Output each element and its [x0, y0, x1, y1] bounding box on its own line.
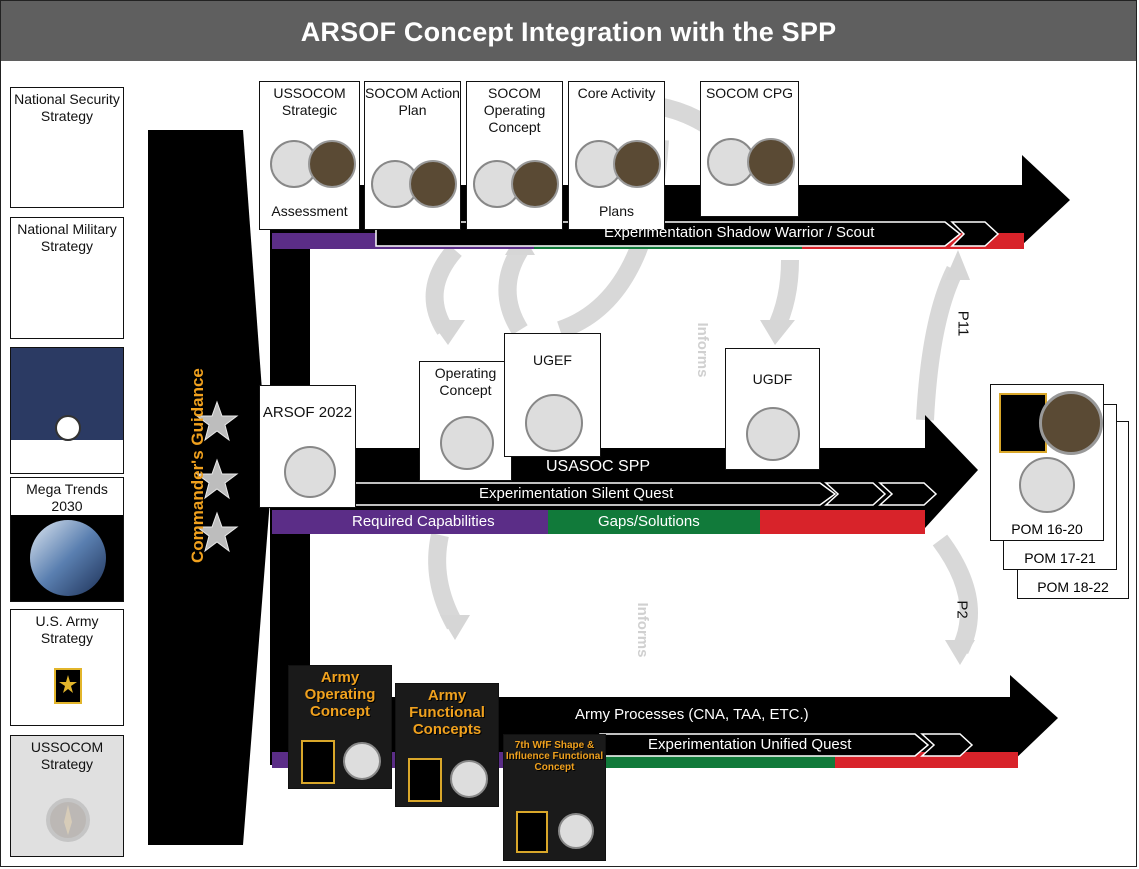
- socom-coin-icon: [613, 140, 661, 188]
- report-seal-icon: [55, 415, 81, 441]
- pom-label: POM 16-20: [1011, 521, 1083, 537]
- socom-coin-icon: [409, 160, 457, 208]
- army-doc-7th-wff: 7th WfF Shape & Influence Functional Con…: [503, 734, 606, 861]
- usasoc-seal-icon: [284, 446, 336, 498]
- earth-icon: [30, 520, 106, 596]
- commanders-guidance-label: Commander's Guidance: [188, 368, 207, 563]
- top-doc-socom-action-plan: SOCOM Action Plan: [364, 81, 461, 230]
- socom-coin-icon: [511, 160, 559, 208]
- doc-label: Army Functional Concepts: [409, 687, 485, 738]
- doc-label: Core Activity: [577, 85, 656, 101]
- doc-label: 7th WfF Shape & Influence Functional Con…: [505, 740, 604, 773]
- national-security-strategy-doc: National Security Strategy: [10, 87, 124, 208]
- doc-bottom-label: Plans: [598, 203, 635, 219]
- top-doc-core-activity-plans: Core Activity Plans: [568, 81, 665, 230]
- bottom-experimentation-label: Experimentation Unified Quest: [648, 736, 852, 753]
- usasoc-seal-icon: [1019, 457, 1075, 513]
- doc-label: U.S. Army Strategy: [35, 613, 99, 646]
- army-strategy-doc: U.S. Army Strategy: [10, 609, 124, 726]
- mid-main-label: USASOC SPP: [546, 458, 651, 475]
- report-cover-doc: [10, 347, 124, 474]
- doc-label: National Military Strategy: [17, 221, 117, 254]
- doc-label: SOCOM Operating Concept: [483, 85, 546, 135]
- mega-trends-doc: Mega Trends 2030: [10, 477, 124, 602]
- ussocom-strategy-doc: USSOCOM Strategy: [10, 735, 124, 857]
- doc-label: ARSOF 2022: [262, 404, 353, 421]
- top-doc-socom-cpg: SOCOM CPG: [700, 81, 799, 217]
- doc-label: National Security Strategy: [14, 91, 120, 124]
- socom-coin-icon: [747, 138, 795, 186]
- doc-label: UGEF: [533, 352, 572, 368]
- top-doc-ussocom-strategic-assessment: USSOCOM Strategic Assessment: [259, 81, 360, 230]
- usasoc-seal-icon: [343, 742, 381, 780]
- socom-coin-icon: [1039, 391, 1103, 455]
- doc-bottom-label: Assessment: [271, 203, 348, 219]
- doc-label: SOCOM Action Plan: [365, 85, 460, 118]
- pom-label: POM 17-21: [1024, 550, 1096, 566]
- usasoc-seal-icon: [440, 416, 494, 470]
- army-star-logo: [516, 811, 548, 853]
- doc-label: Mega Trends 2030: [11, 478, 123, 515]
- socom-coin-icon: [308, 140, 356, 188]
- mid-segment-required-capabilities: Required Capabilities: [352, 513, 495, 530]
- top-doc-socom-operating-concept: SOCOM Operating Concept: [466, 81, 563, 230]
- doc-label: UGDF: [752, 371, 793, 387]
- p2-label: P2: [953, 600, 971, 619]
- mid-experimentation-label: Experimentation Silent Quest: [479, 485, 674, 502]
- mid-doc-operating-concept: Operating Concept: [419, 361, 512, 481]
- bottom-main-label: Army Processes (CNA, TAA, ETC.): [575, 706, 809, 723]
- doc-label: USSOCOM Strategy: [30, 739, 104, 772]
- general-stars: [195, 400, 239, 553]
- informs-label-upper: Informs: [694, 322, 711, 378]
- mid-doc-arsof-2022: ARSOF 2022: [259, 385, 356, 508]
- mid-doc-ugef: UGEF: [504, 333, 601, 457]
- usasoc-seal-icon: [746, 407, 800, 461]
- doc-label: USSOCOM Strategic: [273, 85, 346, 118]
- page-title: ARSOF Concept Integration with the SPP: [1, 1, 1136, 61]
- usasoc-seal-icon: [450, 760, 488, 798]
- army-star-logo: [408, 758, 442, 802]
- usasoc-seal-icon: [558, 813, 594, 849]
- doc-label: SOCOM CPG: [705, 85, 794, 101]
- pom-box-16-20: POM 16-20: [990, 384, 1104, 541]
- mid-segment-gaps-solutions: Gaps/Solutions: [598, 513, 700, 530]
- mid-doc-ugdf: UGDF: [725, 348, 820, 470]
- army-doc-operating-concept: Army Operating Concept: [288, 665, 392, 789]
- informs-label-lower: Informs: [634, 602, 651, 658]
- national-military-strategy-doc: National Military Strategy: [10, 217, 124, 339]
- middle-arrow: [272, 415, 978, 534]
- doc-label: Army Operating Concept: [304, 669, 376, 720]
- doc-label: Operating Concept: [434, 365, 497, 398]
- p11-label: P11: [954, 310, 972, 337]
- army-star-logo: [301, 740, 335, 784]
- army-doc-functional-concepts: Army Functional Concepts: [395, 683, 499, 807]
- top-experimentation-label: Experimentation Shadow Warrior / Scout: [604, 224, 875, 241]
- usasoc-seal-icon: [525, 394, 583, 452]
- pom-label: POM 18-22: [1037, 579, 1109, 595]
